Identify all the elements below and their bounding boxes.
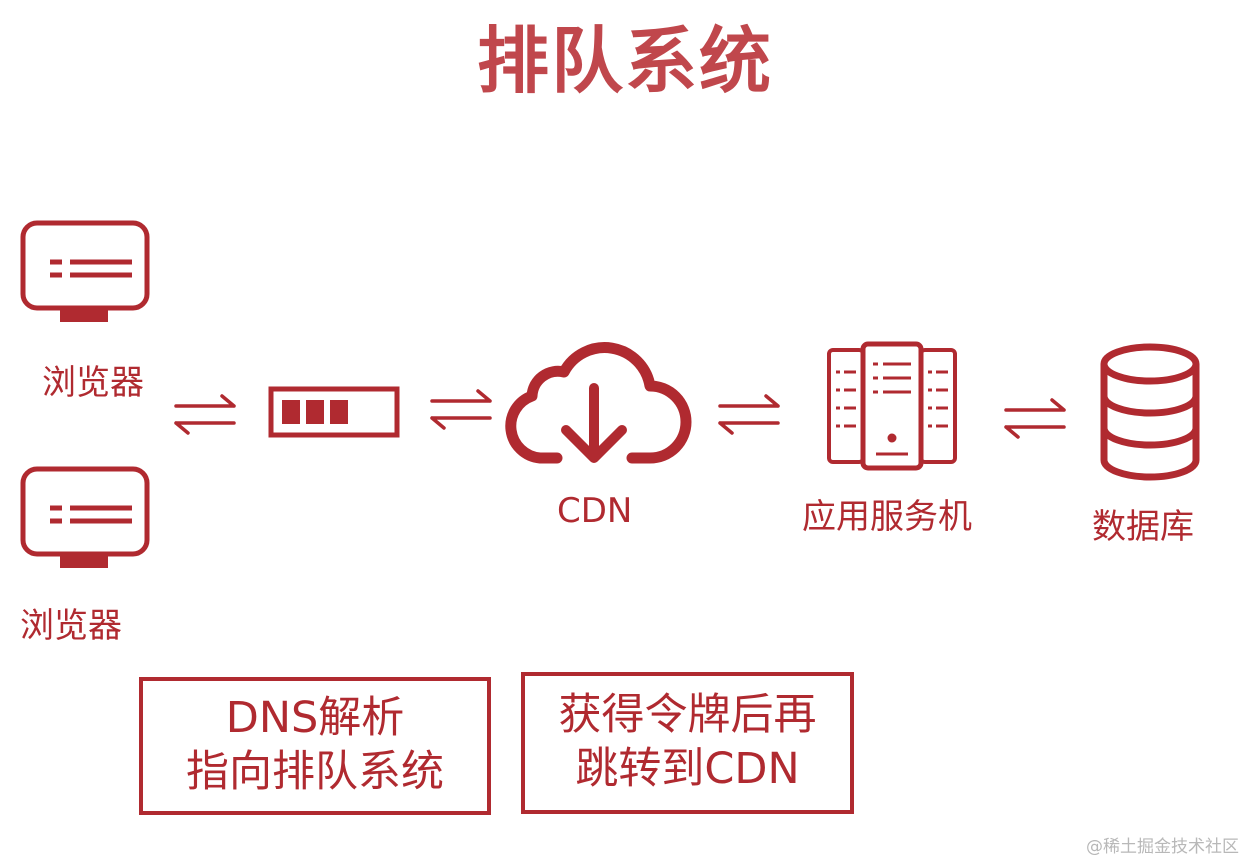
database-icon (1100, 343, 1200, 481)
monitor-icon (20, 466, 150, 568)
watermark: @稀土掘金技术社区 (1086, 837, 1239, 857)
browser-label-bottom: 浏览器 (20, 606, 122, 646)
server-rack-icon (827, 341, 957, 471)
token-note-line2: 跳转到CDN (575, 744, 800, 794)
diagram-title: 排队系统 (476, 19, 773, 103)
browser-label-top: 浏览器 (42, 363, 144, 403)
token-note-box: 获得令牌后再 跳转到CDN (521, 672, 854, 814)
database-label: 数据库 (1092, 507, 1194, 547)
app-server-label: 应用服务机 (802, 497, 972, 537)
bidirectional-arrow-icon (1004, 398, 1066, 439)
bidirectional-arrow-icon (430, 389, 492, 430)
cloud-download-icon (505, 342, 692, 464)
bidirectional-arrow-icon (174, 394, 236, 435)
bidirectional-arrow-icon (718, 394, 780, 435)
dns-note-line2: 指向排队系统 (186, 747, 444, 797)
token-note-line1: 获得令牌后再 (558, 690, 817, 741)
dns-note-line1: DNS解析 (225, 693, 405, 744)
queue-bar-icon (268, 386, 400, 438)
monitor-icon (20, 220, 150, 322)
cdn-label: CDN (557, 491, 633, 531)
dns-note-box: DNS解析 指向排队系统 (139, 677, 491, 815)
